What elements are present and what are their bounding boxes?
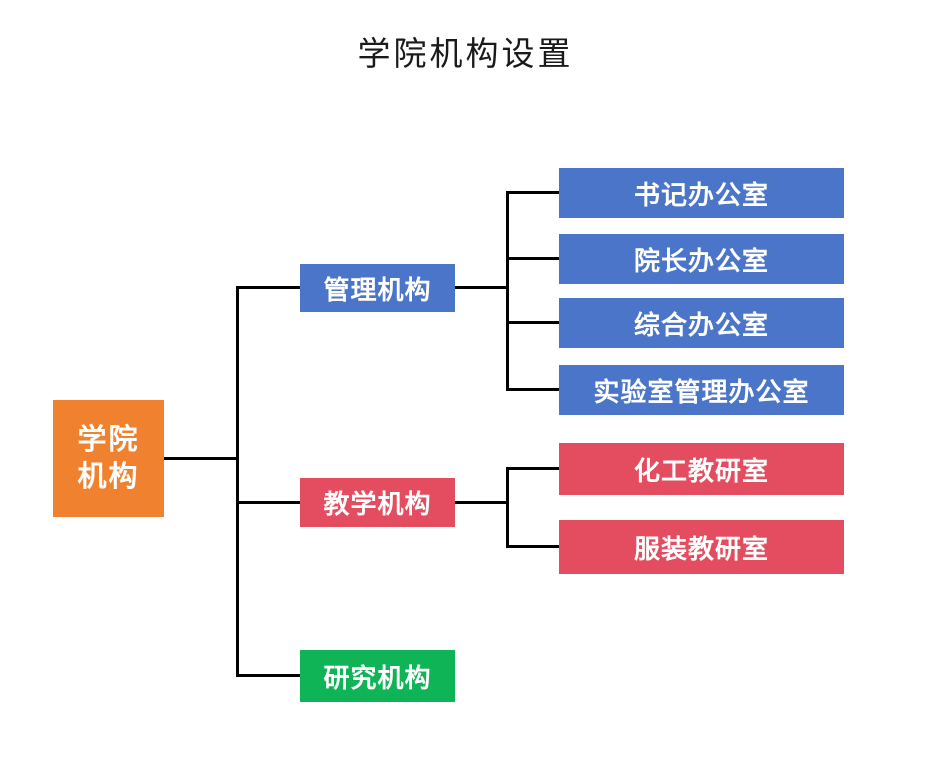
connector-management-rail: [506, 191, 509, 391]
node-secretary-office: 书记办公室: [559, 168, 844, 218]
connector-branch-teaching: [236, 501, 300, 504]
node-branch-management: 管理机构: [300, 264, 455, 312]
connector-branch-research: [236, 674, 300, 677]
connector-teaching-stem: [455, 501, 508, 504]
connector-teaching-rail: [506, 467, 509, 548]
node-general-office: 综合办公室: [559, 298, 844, 348]
node-lab-management-office: 实验室管理办公室: [559, 365, 844, 415]
connector-dean-office: [506, 257, 559, 260]
node-branch-research: 研究机构: [300, 650, 455, 702]
node-fashion-teaching-office: 服装教研室: [559, 520, 844, 574]
root-label-line1: 学院: [77, 423, 140, 456]
node-chemical-teaching-office: 化工教研室: [559, 443, 844, 495]
connector-fashion-teaching-office: [506, 545, 559, 548]
node-dean-office: 院长办公室: [559, 234, 844, 284]
connector-trunk-rail: [236, 286, 239, 677]
node-branch-teaching: 教学机构: [300, 478, 455, 527]
root-label-line2: 机构: [77, 460, 140, 493]
connector-management-stem: [455, 286, 508, 289]
connector-lab-management-office: [506, 388, 559, 391]
connector-root-stem: [164, 457, 238, 460]
connector-general-office: [506, 321, 559, 324]
connector-branch-management: [236, 286, 300, 289]
diagram-title: 学院机构设置: [357, 35, 574, 72]
connector-chemical-teaching-office: [506, 467, 559, 470]
connector-secretary-office: [506, 191, 559, 194]
node-root: 学院 机构: [53, 400, 164, 517]
